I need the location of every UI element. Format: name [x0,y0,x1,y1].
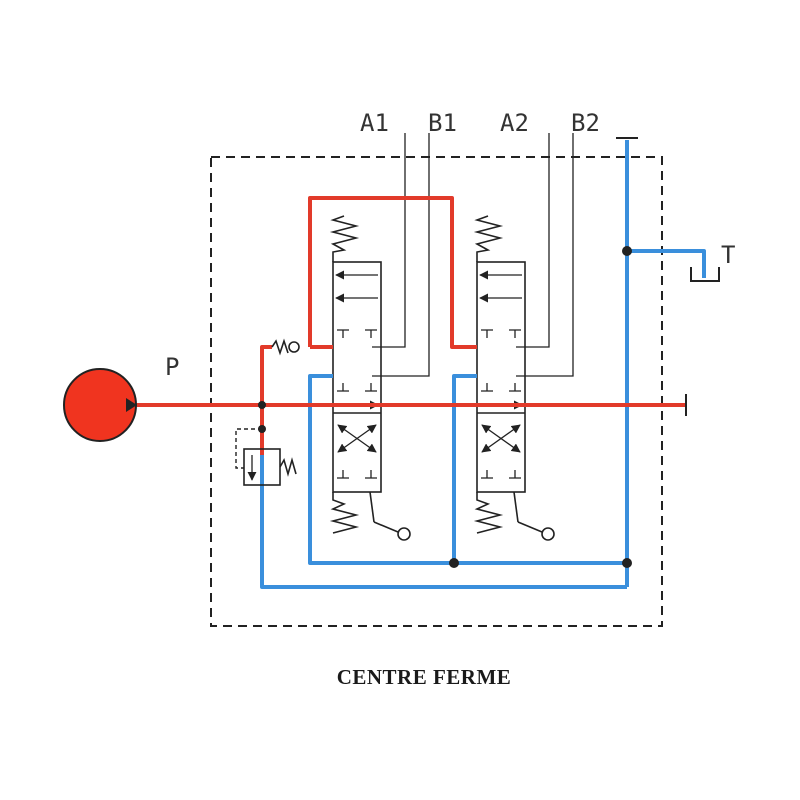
tank-symbol [690,267,720,282]
pressure-lines [135,196,686,455]
relief-valve [235,428,297,486]
junction-dots [258,246,632,568]
top-spring-1 [329,215,360,262]
port-label-a2: A2 [500,109,529,137]
pilot-check-valve [271,338,300,356]
port-label-p: P [165,353,179,381]
relief-pilot-line [235,428,262,469]
pump-direction-triangle [126,398,137,412]
valve-block-enclosure [210,156,663,627]
directional-valve-2 [473,215,555,541]
relief-spring [279,457,297,477]
port-lines [372,133,574,377]
port-label-a1: A1 [360,109,389,137]
pump [63,368,137,442]
port-label-t: T [721,241,735,269]
bottom-spring-1 [329,492,360,534]
port-label-b2: B2 [571,109,600,137]
diagram-caption: CENTRE FERME [337,665,512,689]
pump-body [63,368,137,442]
directional-valve-1 [329,215,411,541]
port-label-b1: B1 [428,109,457,137]
lever-knob-1 [397,527,411,541]
return-lines [260,140,706,589]
top-spring-2 [473,215,504,262]
bottom-spring-2 [473,492,504,534]
lever-knob-2 [541,527,555,541]
